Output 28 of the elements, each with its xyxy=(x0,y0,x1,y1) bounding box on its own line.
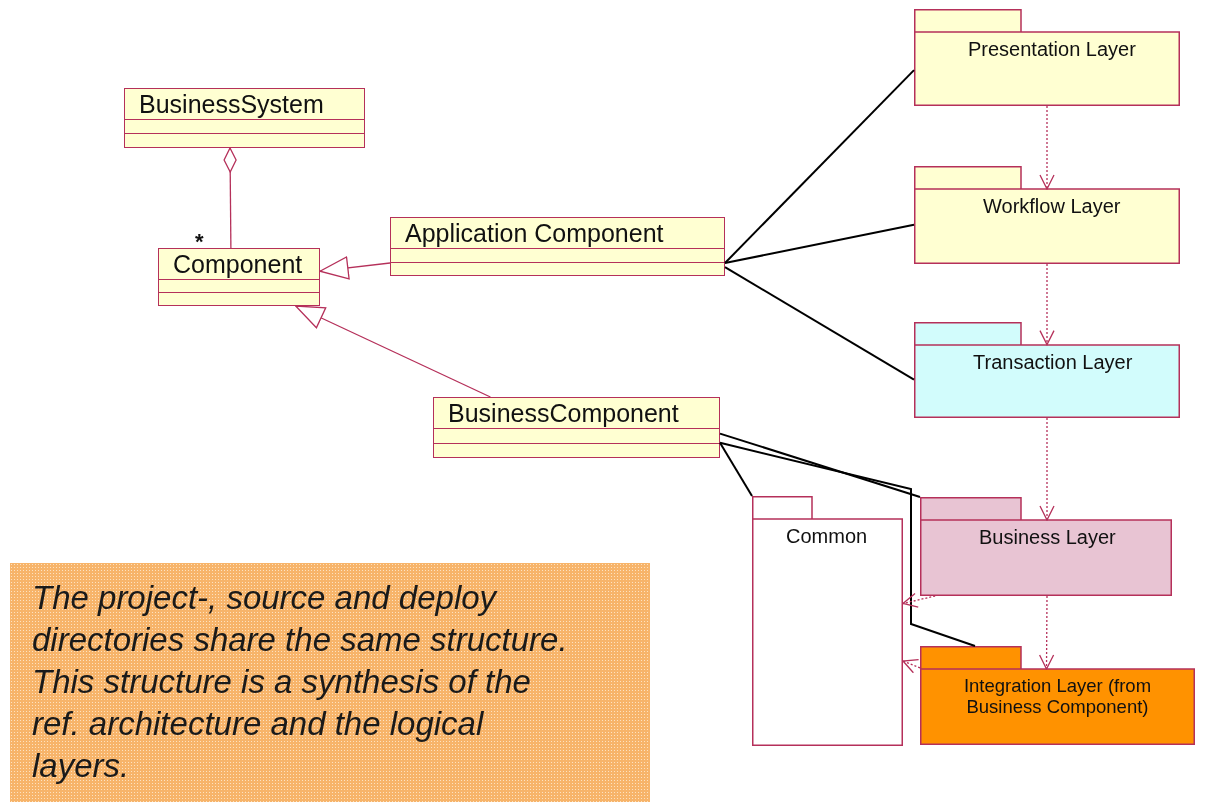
connector-line xyxy=(724,223,915,264)
connector-line xyxy=(724,69,915,264)
package-name: Workflow Layer xyxy=(982,195,1122,218)
package-name: Common xyxy=(786,525,869,548)
note-box xyxy=(10,563,650,802)
dependency-arrow xyxy=(1038,595,1055,670)
class-name: Application Component xyxy=(404,218,665,248)
package-name: Presentation Layer xyxy=(967,38,1137,61)
connector-line xyxy=(719,441,976,647)
connector-line xyxy=(719,432,921,498)
generalization-arrow xyxy=(319,256,391,280)
connector-line xyxy=(719,441,753,497)
package-name: Transaction Layer xyxy=(972,351,1134,374)
dependency-arrow xyxy=(902,659,921,674)
class-name: BusinessSystem xyxy=(138,89,325,119)
package-name: Integration Layer (from Business Component) xyxy=(962,675,1153,718)
class-box xyxy=(390,217,725,276)
package-name: Business Layer xyxy=(978,526,1117,549)
dependency-arrow xyxy=(1039,263,1055,346)
class-box xyxy=(124,88,365,148)
connector-line xyxy=(724,266,915,381)
dependency-arrow xyxy=(1039,417,1055,521)
generalization-arrow xyxy=(295,305,492,398)
class-box xyxy=(433,397,720,458)
class-name: BusinessComponent xyxy=(447,398,680,428)
dependency-arrow xyxy=(902,592,936,608)
dependency-arrow xyxy=(1039,105,1055,190)
note-text: The project-, source and deploy directories share the same structure. This structure is a synthesis of the ref. architecture and the logical layers. xyxy=(32,578,569,786)
